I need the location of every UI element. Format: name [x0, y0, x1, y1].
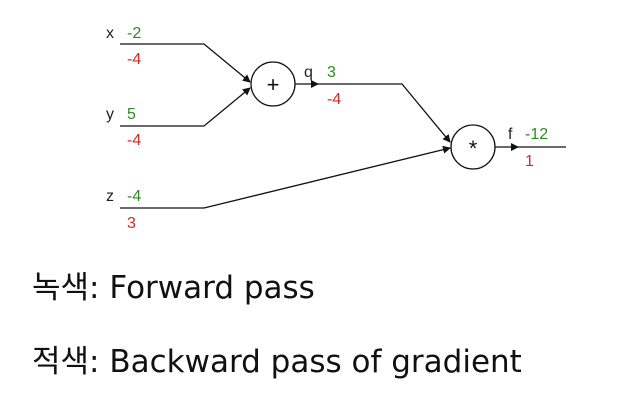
f-label: f	[508, 126, 513, 143]
legend-backward-pass: 적색: Backward pass of gradient	[32, 344, 522, 380]
input-z-gradient-value: 3	[127, 215, 136, 232]
wire-x-to-add	[120, 43, 251, 83]
wire-y-to-add	[120, 87, 251, 127]
q-forward-value: 3	[327, 64, 336, 81]
q-gradient-value: -4	[327, 91, 341, 108]
input-y-gradient-value: -4	[127, 132, 141, 149]
input-y-label: y	[106, 106, 114, 123]
input-x-label: x	[106, 25, 114, 42]
input-x-forward-value: -2	[127, 25, 141, 42]
input-x-gradient-value: -4	[127, 51, 141, 68]
input-z-forward-value: -4	[127, 188, 141, 205]
multiply-node-symbol: *	[469, 136, 478, 161]
wire-z-to-mul	[120, 145, 451, 209]
add-node-symbol: +	[267, 72, 280, 97]
q-label: q	[304, 64, 313, 81]
f-forward-value: -12	[525, 126, 548, 143]
legend-forward-pass: 녹색: Forward pass	[32, 270, 315, 306]
f-gradient-value: 1	[525, 153, 534, 170]
input-y-forward-value: 5	[127, 106, 136, 123]
input-z-label: z	[106, 188, 114, 205]
wire-q-to-mul	[318, 83, 451, 143]
